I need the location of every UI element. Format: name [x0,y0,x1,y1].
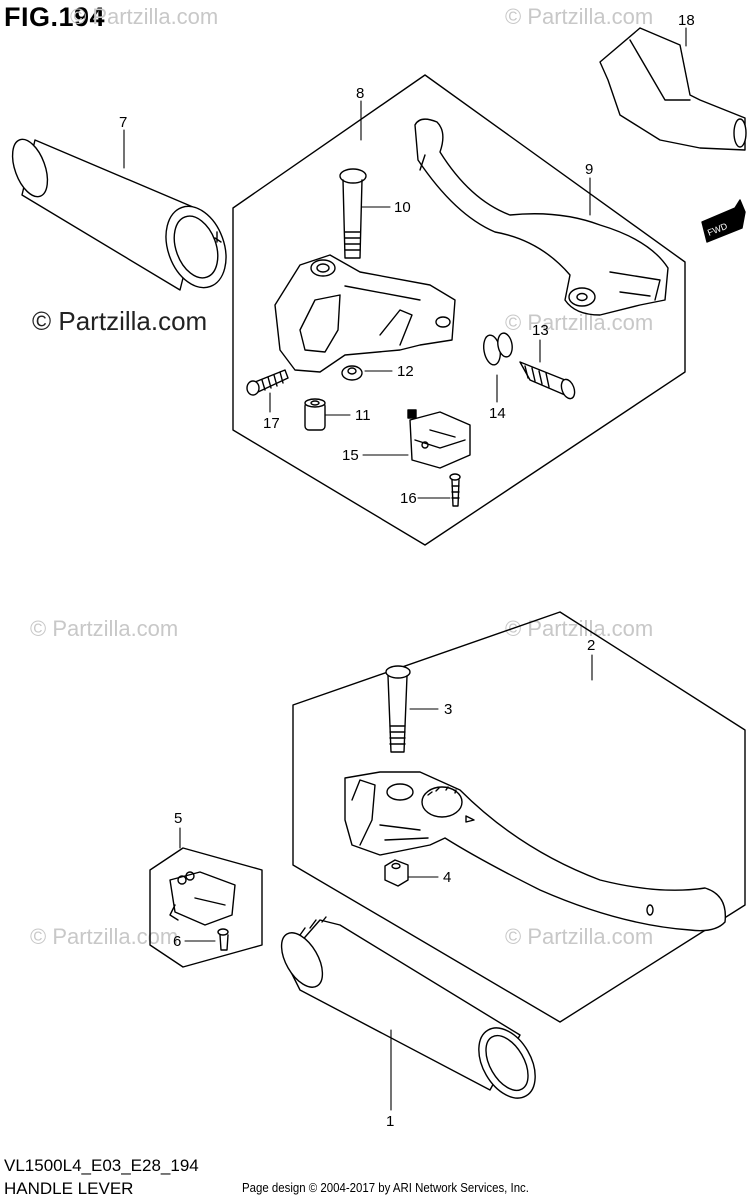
watermark: © Partzilla.com [505,924,654,949]
callout-16: 16 [400,490,417,507]
callout-15: 15 [342,447,359,464]
watermark: © Partzilla.com [70,4,219,29]
group-outline-lower [292,611,746,1023]
callout-8: 8 [356,85,364,102]
callout-labels: 1 2 3 4 5 6 7 8 9 10 11 12 13 14 15 16 1… [119,12,729,1130]
footer-credit: Page design © 2004-2017 by ARI Network S… [242,1180,529,1195]
callout-14: 14 [489,405,506,422]
group-outline-switch [149,847,263,968]
watermark: © Partzilla.com [30,924,179,949]
adjuster-screw [519,361,576,400]
pivot-bolt-lower [385,665,411,753]
model-code: VL1500L4_E03_E28_194 [4,1156,199,1175]
callout-9: 9 [585,161,593,178]
forward-direction-badge [701,199,746,243]
watermark-dark: © Partzilla.com [32,306,208,336]
callout-5: 5 [174,810,182,827]
brake-lever [344,771,727,932]
watermark: © Partzilla.com [30,616,179,641]
lever-holder [274,254,456,373]
callout-4: 4 [443,869,451,886]
holder-bolt [246,369,289,396]
pivot-bolt-upper [339,168,367,259]
section-name: HANDLE LEVER [4,1179,134,1198]
clutch-switch [407,409,471,469]
brake-switch [169,871,236,926]
leader-lines [123,27,687,1111]
callout-7: 7 [119,114,127,131]
callout-3: 3 [444,701,452,718]
callout-18: 18 [678,12,695,29]
callout-2: 2 [587,637,595,654]
callout-13: 13 [532,322,549,339]
callout-6: 6 [173,933,181,950]
nut-upper [341,365,363,381]
adjuster-wheel [483,332,513,366]
bushing [304,398,326,431]
figure-title: FIG.194 [4,2,106,32]
bar-end [599,27,747,151]
clutch-lever [414,118,669,316]
throttle-grip [280,916,536,1099]
switch-screw-upper [449,473,461,507]
callout-17: 17 [263,415,280,432]
switch-screw-lower [217,928,229,951]
group-outline-upper [232,74,686,546]
watermark: © Partzilla.com [505,616,654,641]
callout-1: 1 [386,1113,394,1130]
watermark: © Partzilla.com [505,4,654,29]
grip-left [11,138,227,291]
callout-10: 10 [394,199,411,216]
nut-lower [384,859,409,887]
callout-11: 11 [355,407,371,424]
watermark: © Partzilla.com [505,310,654,335]
callout-12: 12 [397,363,414,380]
